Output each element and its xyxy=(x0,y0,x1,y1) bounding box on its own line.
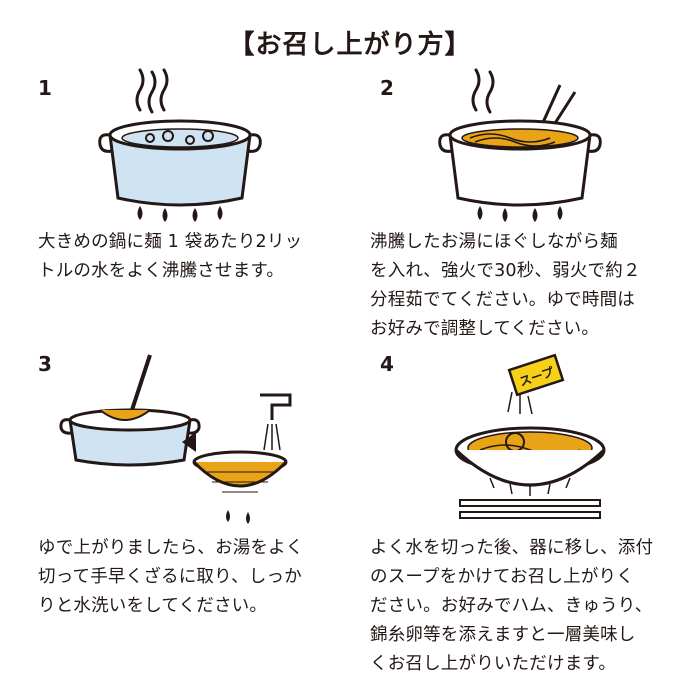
soup-packet: スープ xyxy=(507,353,565,397)
step-3-description: ゆで上がりましたら、お湯をよく 切って手早くざるに取り、しっか りと水洗いをして… xyxy=(38,538,304,616)
step-3-number: 3 xyxy=(38,352,52,376)
step-1-boiling-pot-illustration xyxy=(98,68,262,222)
step-4-number: 4 xyxy=(380,352,394,376)
step-3-draining-illustration xyxy=(59,354,292,524)
step-2-number: 2 xyxy=(380,76,394,100)
step-2-description: 沸騰したお湯にほぐしながら麺 を入れ、強火で30秒、弱火で約２ 分程茹でてくださ… xyxy=(370,232,641,339)
page-title: 【お召し上がり方】 xyxy=(228,30,472,60)
step-4-description: よく水を切った後、器に移し、添付 のスープをかけてお召し上がりく ださい。お好み… xyxy=(370,538,654,674)
step-2-noodles-in-pot-illustration xyxy=(438,68,602,222)
step-1-description: 大きめの鍋に麺 1 袋あたり2リッ トルの水をよく沸騰させます。 xyxy=(38,232,303,281)
step-1-number: 1 xyxy=(38,76,52,100)
step-4-serving-bowl-illustration: スープ xyxy=(454,353,606,519)
